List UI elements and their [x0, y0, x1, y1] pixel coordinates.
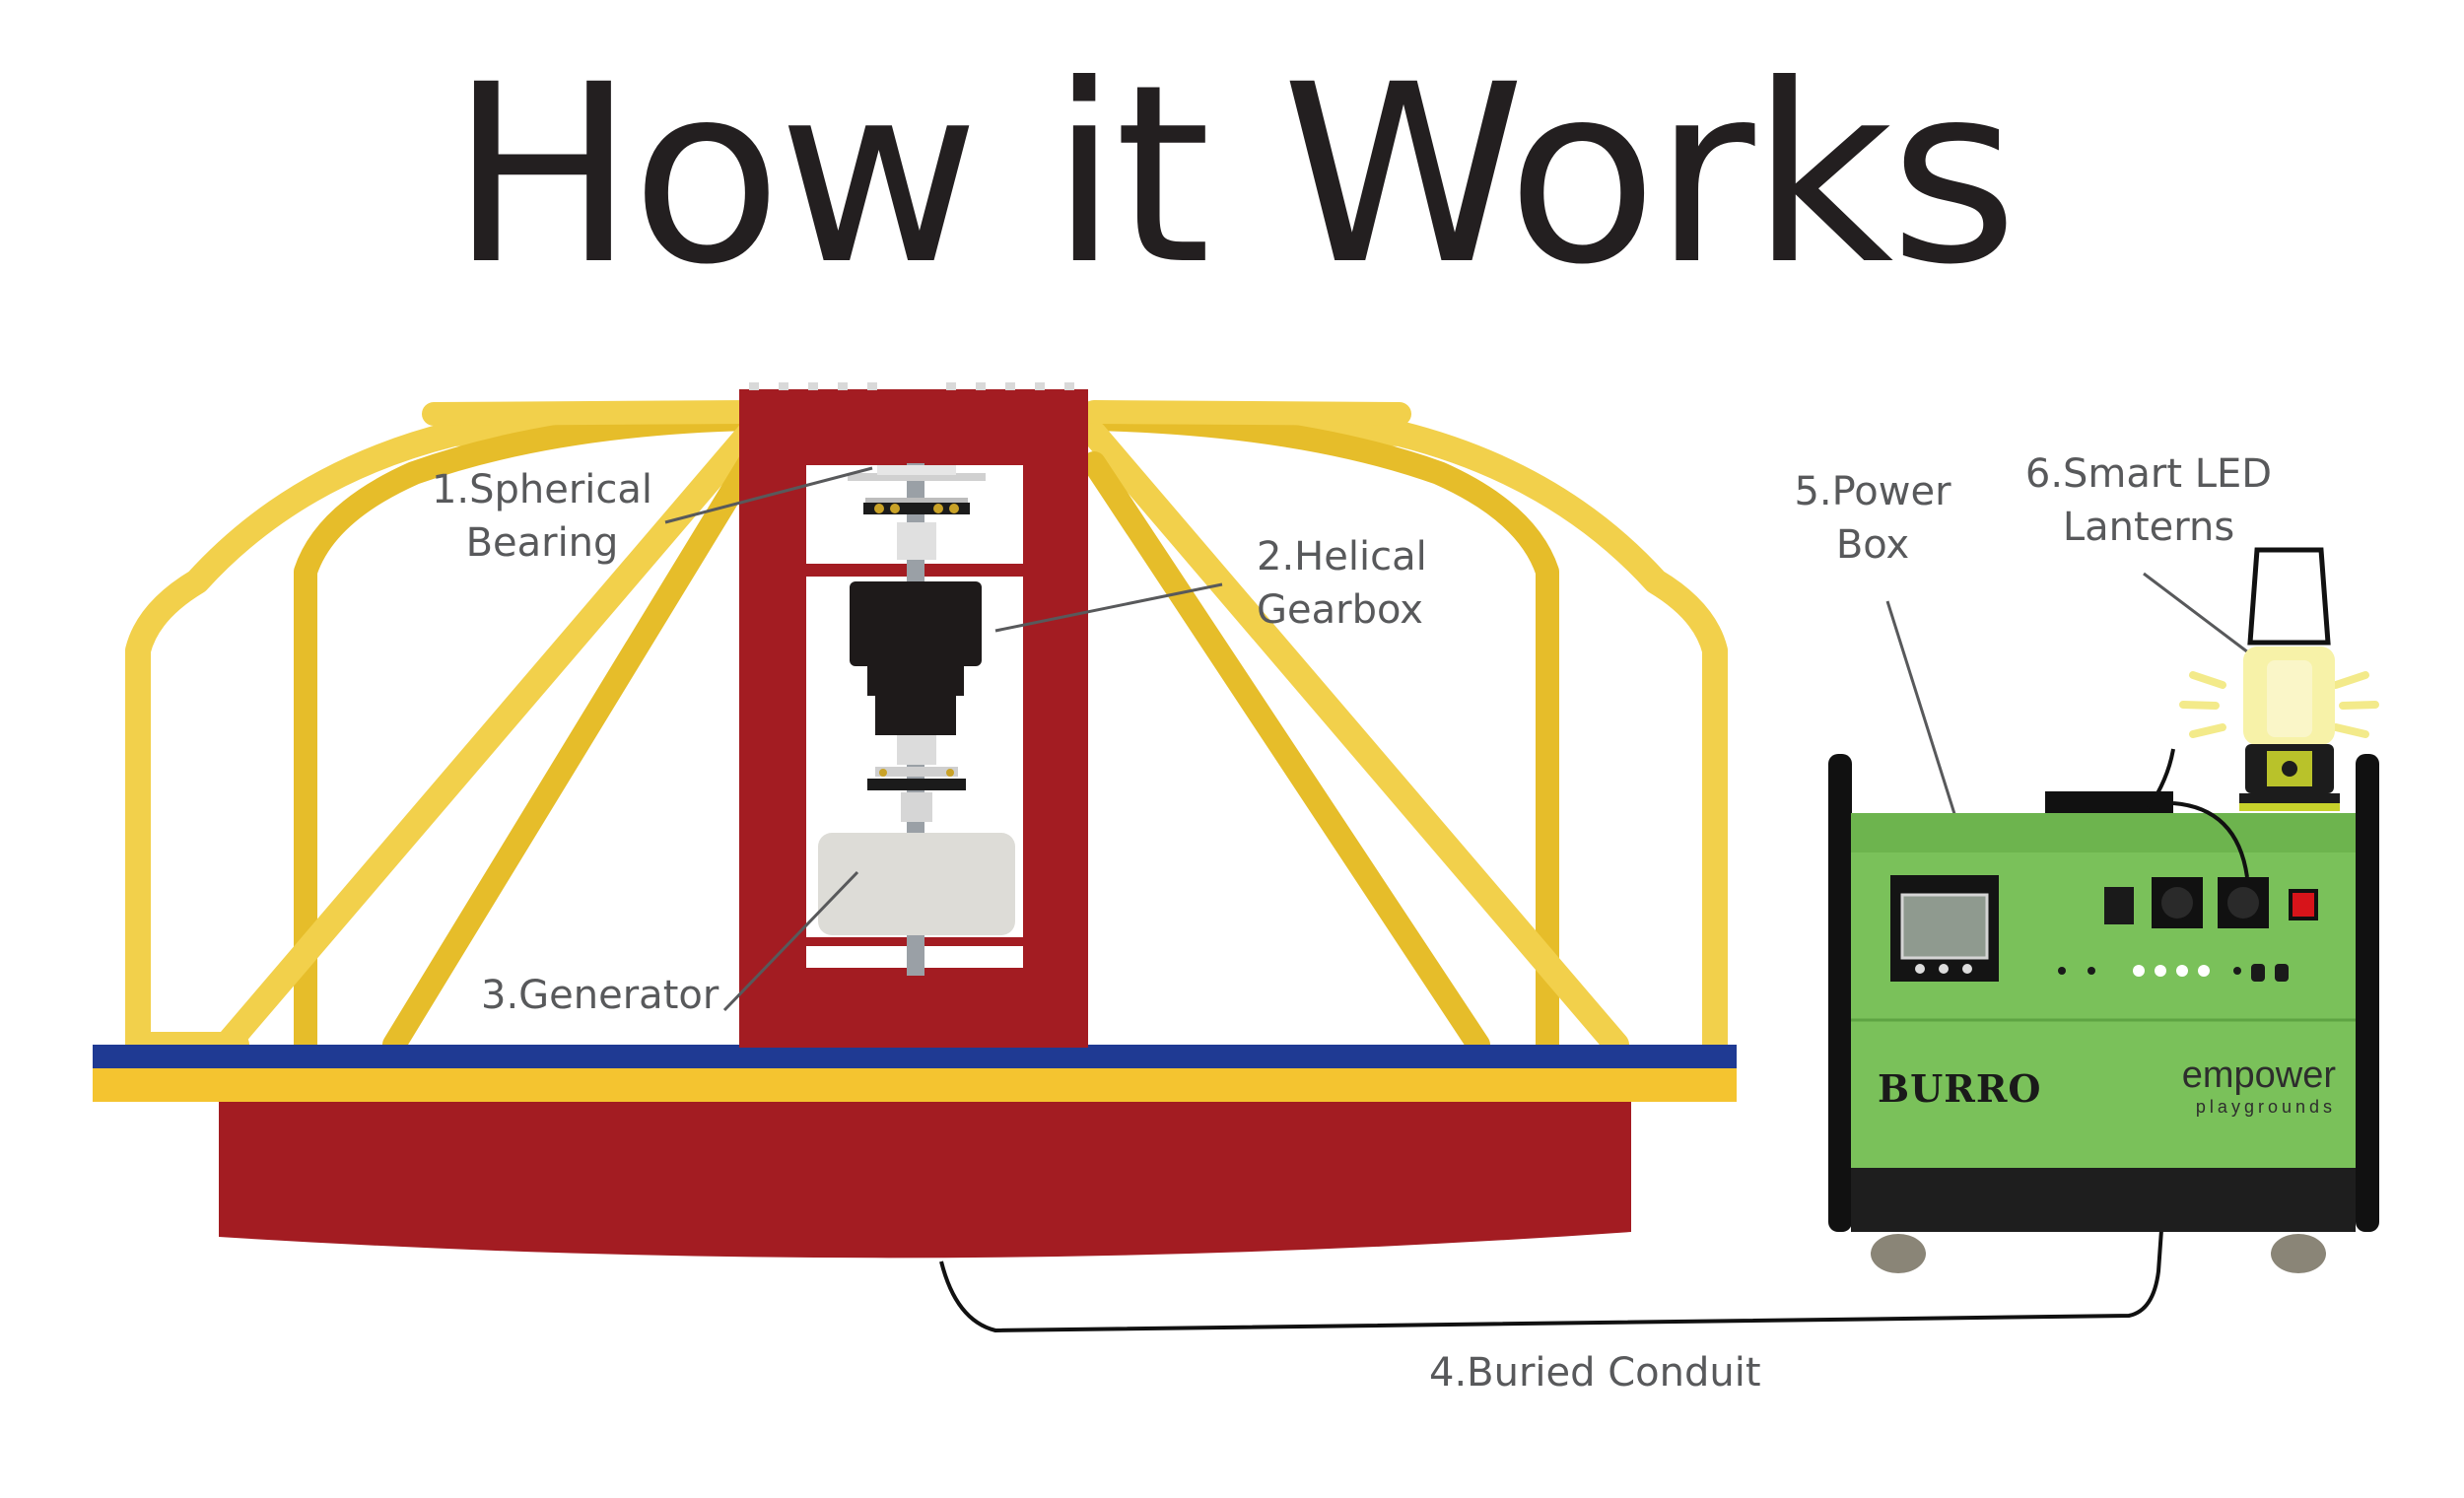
- label-buried-conduit: 4.Buried Conduit: [1429, 1350, 1761, 1396]
- powerbox-wheel-right: [2271, 1234, 2326, 1273]
- frame-diag-right-2: [1082, 451, 1490, 1056]
- label-gearbox-line1: 2.Helical: [1257, 534, 1427, 579]
- frame-inner-right: [1082, 407, 1559, 1056]
- label-smart-led-lanterns: 6.Smart LED Lanterns: [2020, 447, 2277, 554]
- leader-lantern: [2143, 572, 2253, 657]
- yellow-frame: [125, 400, 1728, 1057]
- spherical-bearing: [848, 465, 986, 560]
- central-tower: [739, 382, 1088, 1048]
- frame-top-rail-left: [422, 400, 761, 426]
- powerbox-logo: empower playgrounds: [2149, 1055, 2336, 1118]
- powerbox-right-handle: [2356, 754, 2379, 1232]
- leader-lines: [664, 466, 2253, 1012]
- powerbox-body-lower: [1851, 1020, 2356, 1168]
- power-box: [1828, 748, 2379, 1273]
- page-title: How it Works: [449, 32, 2018, 318]
- smart-led-lantern: [2179, 547, 2379, 811]
- label-bearing-line2: Bearing: [465, 520, 619, 566]
- frame-inner-left: [294, 407, 761, 1056]
- frame-diag-right-1: [1081, 421, 1629, 1057]
- powerbox-logo-line2: playgrounds: [2195, 1097, 2336, 1117]
- powerbox-logo-line1: empower: [2181, 1055, 2336, 1096]
- helical-gearbox: [850, 581, 982, 765]
- leader-gearbox: [994, 582, 1223, 633]
- powerbox-switch: [2104, 887, 2134, 924]
- label-helical-gearbox: 2.Helical Gearbox: [1257, 530, 1427, 637]
- lantern-cap: [2247, 547, 2331, 646]
- frame-diag-left-1: [214, 421, 762, 1057]
- generator-body: [818, 833, 1015, 935]
- label-lantern-line2: Lanterns: [2062, 505, 2235, 550]
- label-lantern-line1: 6.Smart LED: [2024, 451, 2273, 497]
- platform-base: [93, 1045, 1737, 1259]
- frame-outer-right: [1071, 401, 1728, 1057]
- label-powerbox-line2: Box: [1835, 522, 1910, 568]
- powerbox-footer: [1851, 1168, 2356, 1232]
- leader-powerbox: [1885, 600, 1963, 837]
- lantern-glow-rays: [2179, 671, 2379, 738]
- powerbox-left-handle: [1828, 754, 1852, 1232]
- label-power-box: 5.Power Box: [1774, 465, 1971, 572]
- label-spherical-bearing: 1.Spherical Bearing: [424, 463, 660, 570]
- base-red-drum: [219, 1099, 1631, 1259]
- label-gearbox-line2: Gearbox: [1257, 587, 1423, 633]
- shaft-coupling: [867, 767, 966, 822]
- powerbox-wheel-left: [1871, 1234, 1926, 1273]
- leader-generator: [722, 870, 859, 1012]
- stripe-yellow: [93, 1066, 1737, 1102]
- leader-bearing: [664, 466, 873, 524]
- label-bearing-line1: 1.Spherical: [431, 467, 653, 512]
- stripe-blue: [93, 1045, 1737, 1068]
- tower-top-studs: [749, 382, 1074, 390]
- buried-conduit-cable: [939, 925, 2185, 1333]
- frame-outer-left: [125, 401, 782, 1057]
- powerbox-brand-label: BURRO: [1878, 1066, 2042, 1111]
- frame-top-rail-right: [1082, 400, 1411, 426]
- label-powerbox-line1: 5.Power: [1794, 469, 1951, 514]
- label-generator: 3.Generator: [481, 973, 719, 1018]
- frame-diag-left-2: [382, 451, 761, 1056]
